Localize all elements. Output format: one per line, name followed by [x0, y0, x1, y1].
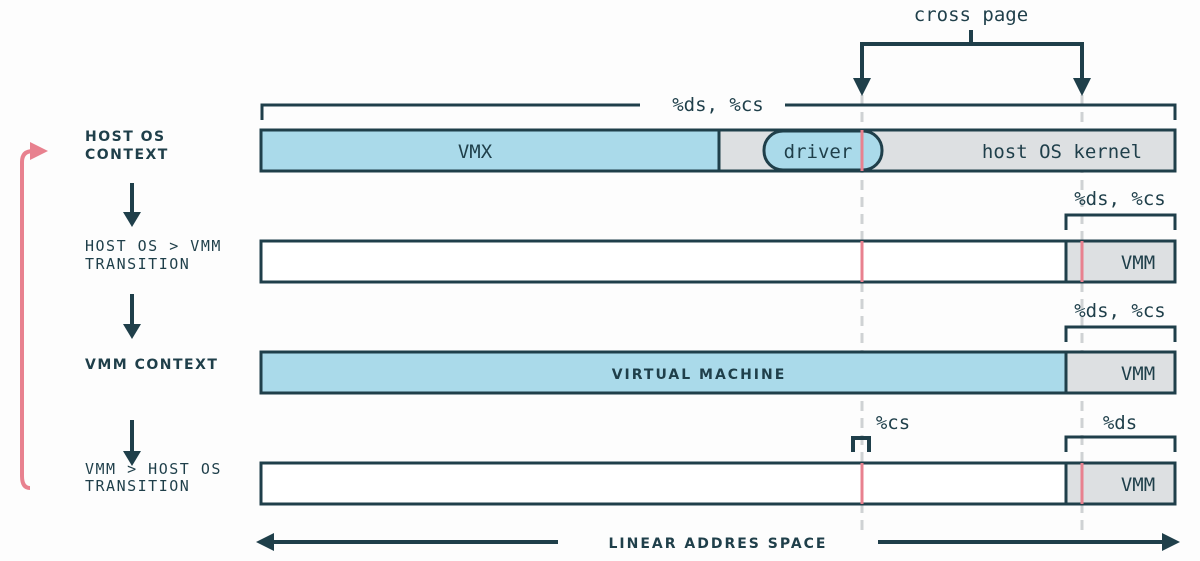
virtual-machine-segment	[259, 350, 1068, 395]
driver-pill	[762, 129, 884, 172]
row3-vmm-segment	[1064, 350, 1177, 395]
row1-bracket	[260, 103, 1177, 120]
axis-label: LINEAR ADDRES SPACE	[608, 536, 827, 552]
axis-arrow-left-head	[256, 533, 274, 551]
row2-bracket-label: %ds, %cs	[1074, 188, 1166, 210]
row4-label: VMM > HOST OS TRANSITION	[85, 460, 232, 495]
row4-empty-segment	[259, 461, 1068, 506]
row2-bracket	[1064, 213, 1177, 230]
row4-ds-bracket	[1064, 435, 1177, 452]
row1-bracket-label: %ds, %cs	[672, 94, 764, 116]
row4-cs-bracket	[851, 436, 871, 452]
cycle-arrow	[20, 149, 34, 490]
row1-vmx-segment	[259, 128, 721, 173]
row4-vmm-segment	[1064, 461, 1177, 506]
axis-arrow-right-head	[1162, 533, 1180, 551]
down-arrow-1-head	[123, 212, 141, 227]
row4-ds-label: %ds	[1103, 412, 1137, 434]
row3-vmm-label: VMM	[1121, 363, 1155, 385]
cross-page-arrow-right	[1073, 78, 1091, 96]
row1-label: HOST OS CONTEXT	[85, 129, 172, 163]
row3-bracket-label: %ds, %cs	[1074, 300, 1166, 322]
down-arrow-3-head	[123, 451, 141, 466]
driver-label: driver	[784, 141, 853, 163]
down-arrow-2-head	[123, 324, 141, 339]
row2-vmm-segment	[1064, 239, 1177, 284]
row4-cs-label: %cs	[876, 412, 910, 434]
cycle-arrow-head	[30, 142, 48, 160]
row3-bracket	[1064, 325, 1177, 342]
row2-vmm-label: VMM	[1121, 252, 1155, 274]
row4-vmm-label: VMM	[1121, 474, 1155, 496]
host-os-kernel-label: host OS kernel	[982, 141, 1142, 163]
row2-empty-segment	[259, 239, 1068, 284]
cross-page-bracket	[860, 30, 1084, 80]
row2-label: HOST OS > VMM TRANSITION	[85, 237, 232, 273]
virtual-machine-label: VIRTUAL MACHINE	[612, 367, 787, 383]
row1-vmx-label: VMX	[458, 141, 493, 163]
row3-label: VMM CONTEXT	[85, 357, 218, 373]
cross-page-arrow-left	[853, 78, 871, 96]
cross-page-label: cross page	[914, 4, 1028, 26]
